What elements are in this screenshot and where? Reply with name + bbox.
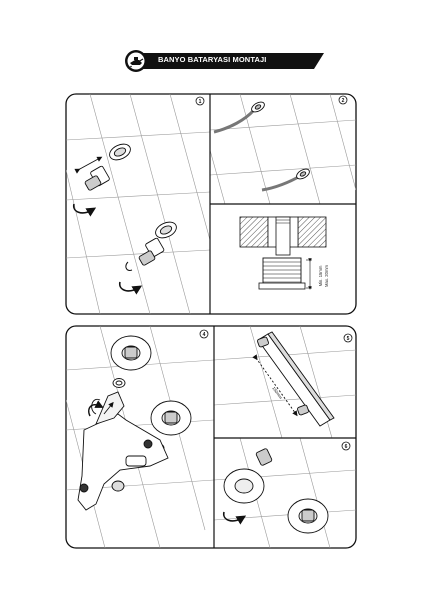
svg-text:6: 6	[345, 444, 348, 450]
panel-2-pipe-tape	[213, 101, 310, 192]
svg-text:4: 4	[203, 332, 206, 338]
top-frame	[65, 93, 357, 315]
header-title: BANYO BATARYASI MONTAJI	[158, 55, 267, 64]
svg-text:5: 5	[347, 336, 350, 342]
min-dimension-label: Min. 15mm	[318, 265, 323, 286]
panel-4-mixer-mounting	[77, 335, 192, 511]
panel-6-number: 6	[341, 441, 351, 451]
svg-text:2: 2	[342, 98, 345, 104]
panel-1-number: 1	[195, 96, 205, 106]
panel-5-spacing-gauge: 150mm	[252, 331, 335, 427]
svg-text:1: 1	[199, 99, 202, 105]
max-dimension-label: Max. 20mm	[324, 265, 329, 287]
panel-2-number: 2	[338, 95, 348, 105]
panel-5-number: 5	[343, 333, 353, 343]
panel-3-wall-section: Min. 15mm Max. 20mm	[239, 216, 329, 290]
wall-tiles	[66, 94, 356, 314]
panel-4-number: 4	[199, 329, 209, 339]
panel-6-cover-flanges	[222, 448, 329, 534]
faucet-logo-icon	[130, 57, 144, 68]
header-banner: BANYO BATARYASI MONTAJI	[118, 50, 324, 72]
panel-1-eccentric-connectors	[72, 143, 177, 295]
